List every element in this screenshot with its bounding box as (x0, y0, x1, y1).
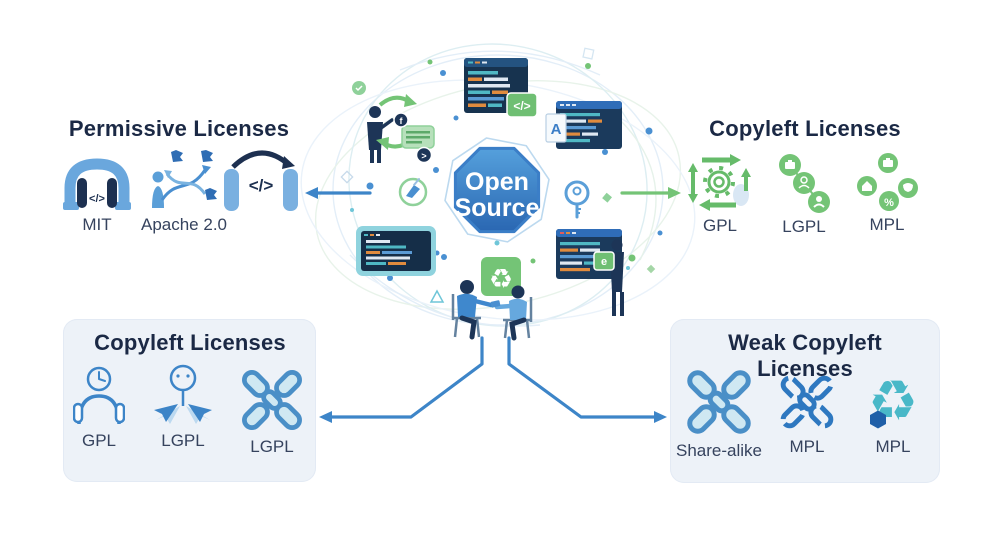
chain-cross-light-icon (687, 370, 751, 434)
chain-cross-blue-icon (780, 375, 834, 429)
ribbon-icon (205, 188, 217, 200)
weak-copyleft-item-label: Share-alike (676, 441, 762, 460)
apache-contributors-icon (152, 150, 217, 208)
svg-text:%: % (884, 197, 894, 209)
svg-text:</>: </> (249, 176, 274, 195)
copyleft-bottom-item-label: LGPL (250, 437, 294, 456)
chain-cross-light-icon (242, 370, 302, 430)
copyleft-bottom-item-lgpl2: LGPL (234, 366, 310, 455)
copyleft-top-item-label: LGPL (782, 217, 826, 236)
person-clock-icon (73, 366, 125, 425)
mpl-nodes-icon: % (857, 153, 918, 211)
permissive-item-apache: Apache 2.0 (136, 150, 232, 233)
lgpl-nodes-icon (779, 154, 830, 213)
copyleft-top-item-mpl: % MPL (853, 152, 921, 233)
copyleft-top-item-label: GPL (702, 216, 738, 235)
copyleft-bottom-item-label: LGPL (161, 431, 205, 450)
permissive-item-mit: </> MIT (60, 150, 134, 233)
copyleft-bottom-item-label: GPL (81, 431, 117, 450)
copyleft-bottom-item-lgpl: LGPL (148, 364, 218, 449)
weak-copyleft-item-label: MPL (789, 437, 825, 456)
weak-copyleft-title: Weak Copyleft Licenses (728, 330, 882, 381)
permissive-item-code-arch: </> (220, 147, 302, 217)
copyleft-bottom-title: Copyleft Licenses (94, 330, 286, 355)
svg-text:</>: </> (89, 193, 105, 205)
recycle-icon: ♻ (868, 369, 918, 434)
permissive-title: Permissive Licenses (68, 116, 290, 141)
copyleft-bottom-item-gpl: GPL (70, 366, 128, 449)
copyleft-top-item-lgpl: LGPL (771, 152, 837, 235)
weak-copyleft-item-mpl: MPL (774, 370, 840, 455)
weak-copyleft-item-label: MPL (875, 437, 911, 456)
copyleft-top-item-gpl: GPL (686, 153, 754, 234)
weak-copyleft-item-share-alike: Share-alike (676, 366, 762, 459)
ribbon-icon (201, 150, 213, 162)
gpl-cycle-gear-icon (688, 154, 751, 211)
person-planes-icon (154, 364, 212, 424)
copyleft-top-title: Copyleft Licenses (709, 116, 901, 141)
mit-arch-icon: </> (63, 158, 131, 210)
code-arch-arrow-icon: </> (224, 150, 298, 211)
ribbon-icon (171, 150, 183, 162)
weak-copyleft-item-mpl2: ♻ MPL (860, 368, 926, 455)
permissive-item-label: MIT (82, 215, 112, 234)
copyleft-top-item-label: MPL (869, 215, 905, 234)
hexagon-icon (870, 410, 886, 429)
permissive-item-label: Apache 2.0 (140, 215, 227, 234)
